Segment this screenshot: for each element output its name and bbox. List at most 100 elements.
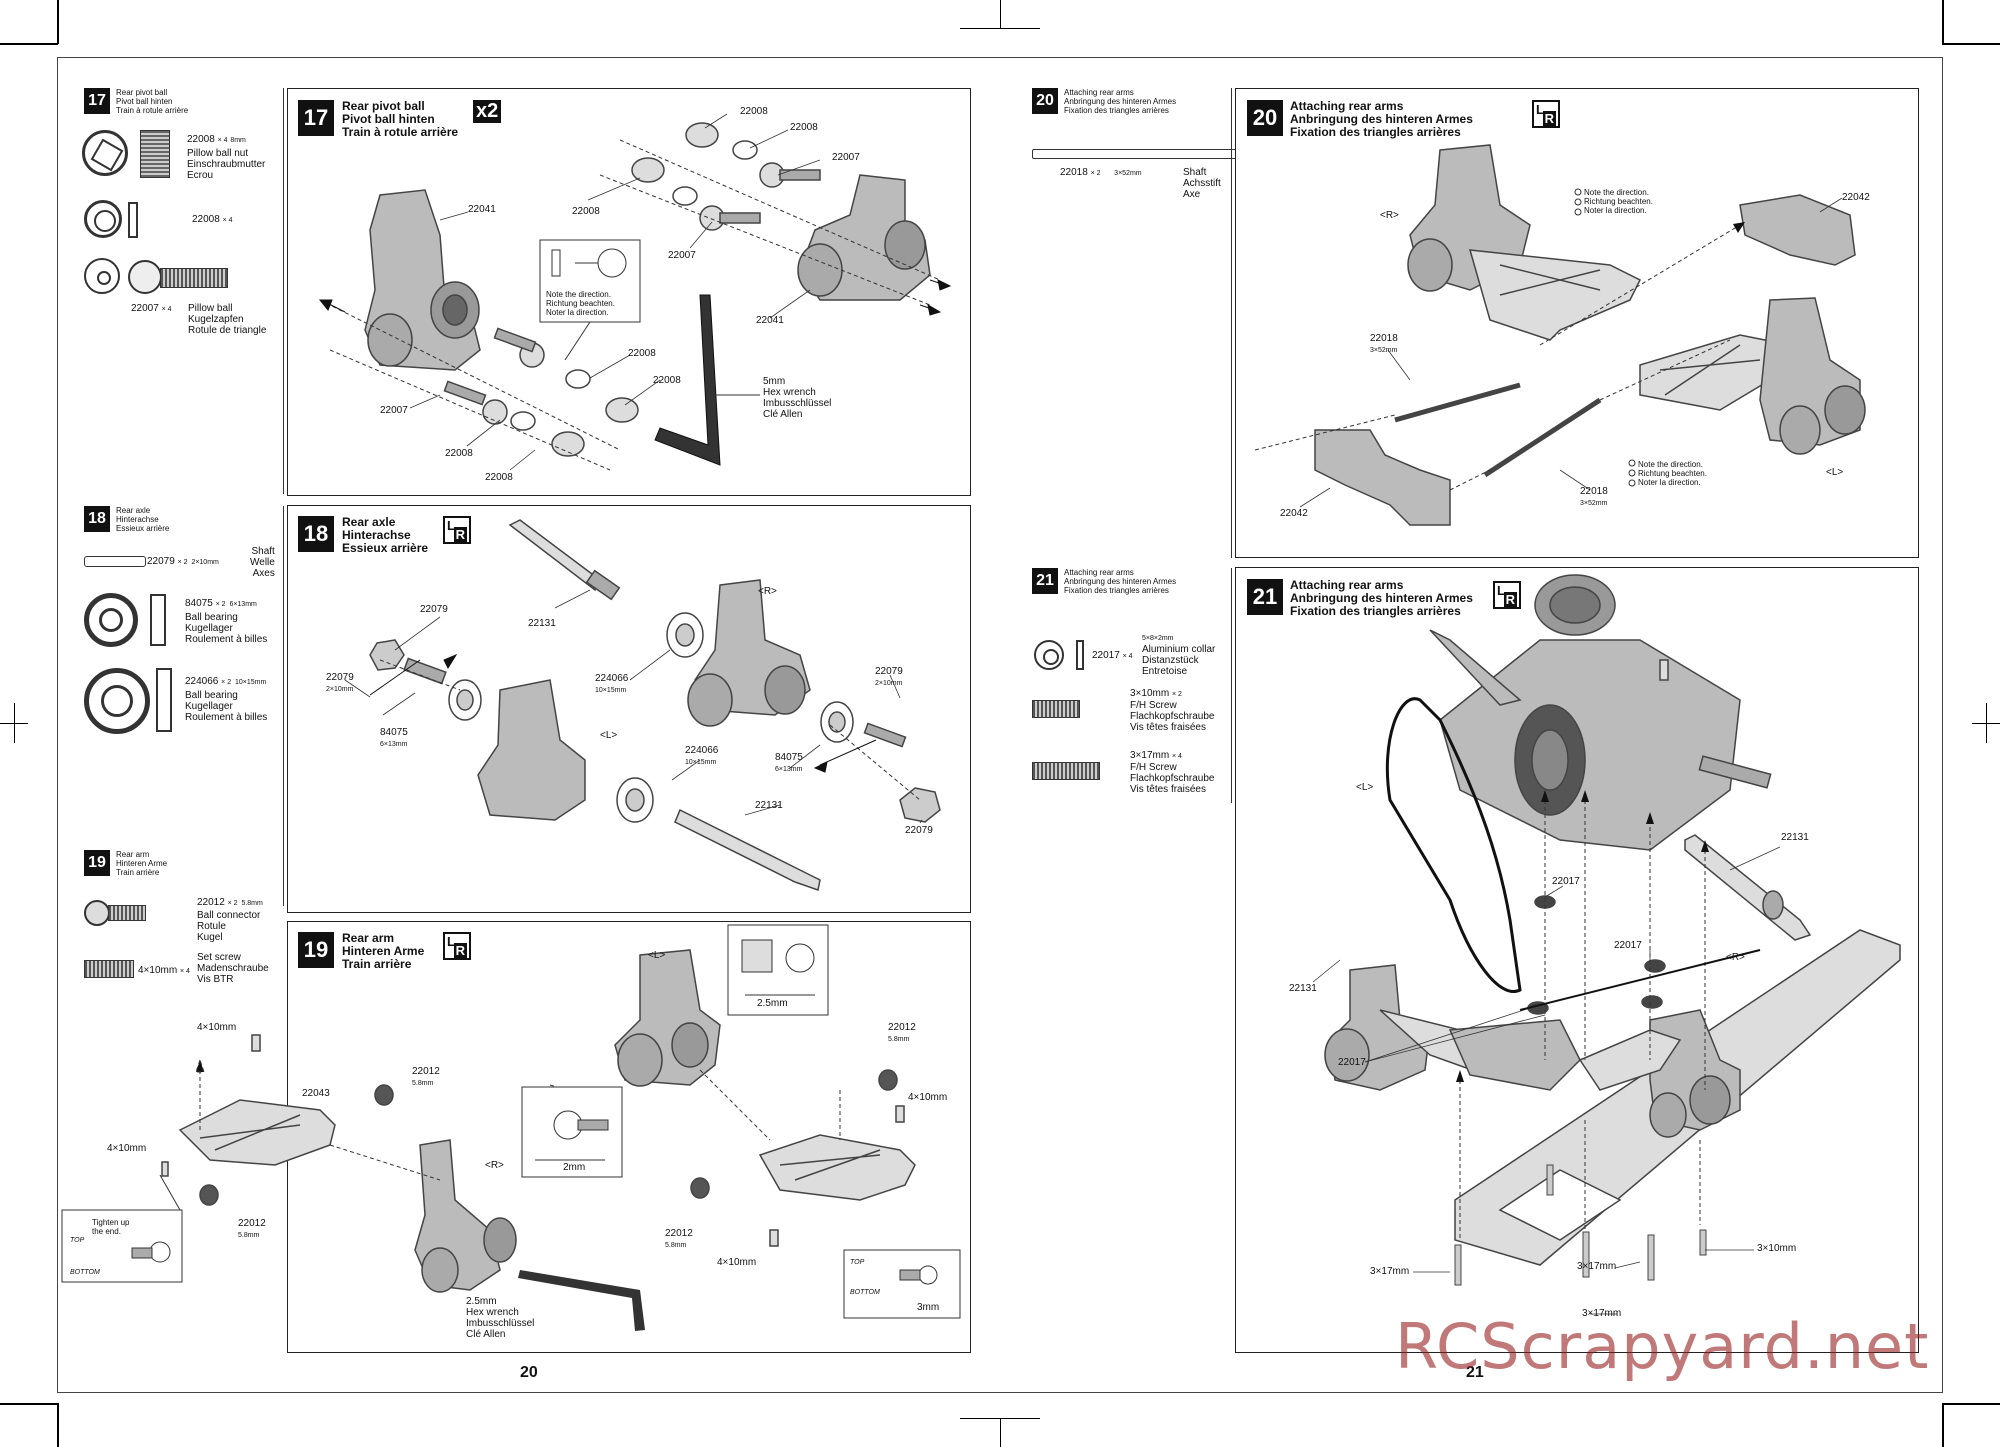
fh-screw-short-icon bbox=[1032, 700, 1080, 718]
step-21-badge: 21 bbox=[1032, 568, 1058, 594]
crop-mark bbox=[57, 1403, 59, 1447]
part-label: 22131 bbox=[1781, 832, 1809, 843]
step-18-badge: 18 bbox=[84, 506, 110, 532]
part-code: 22008 × 4 bbox=[192, 214, 233, 225]
side-label-right: <R> bbox=[1726, 952, 1745, 963]
part-code: 4×10mm × 4 bbox=[138, 965, 190, 976]
direction-note: Note the direction.Richtung beachten.Not… bbox=[1584, 188, 1653, 215]
part-label: 4×10mm bbox=[908, 1092, 948, 1103]
page-trim-border bbox=[57, 57, 1943, 1393]
part-code: 22008 × 4 8mm bbox=[187, 134, 246, 145]
aluminium-collar-icon bbox=[1034, 640, 1064, 670]
pillow-ball-icon bbox=[128, 260, 162, 294]
part-label: 22041 bbox=[756, 315, 784, 326]
crop-mark bbox=[1986, 703, 1987, 743]
page-number-left: 20 bbox=[520, 1364, 538, 1381]
crop-mark bbox=[57, 0, 59, 44]
direction-note: Note the direction.Richtung beachten.Not… bbox=[1638, 460, 1707, 487]
bottom-label: BOTTOM bbox=[70, 1269, 100, 1276]
step-19-main-badge: 19 bbox=[298, 932, 334, 968]
step-18-main-badge: 18 bbox=[298, 516, 334, 552]
step-20-badge: 20 bbox=[1032, 88, 1058, 114]
part-code: 22007 × 4 bbox=[131, 303, 172, 314]
part-label: 3×17mm bbox=[1370, 1266, 1410, 1277]
part-label: 4×10mm bbox=[197, 1022, 237, 1033]
part-label: 22131 bbox=[755, 800, 783, 811]
shaft-icon bbox=[84, 556, 146, 567]
aluminium-collar-side-icon bbox=[1076, 640, 1084, 670]
set-screw-icon bbox=[84, 960, 134, 978]
crop-mark bbox=[1000, 0, 1001, 28]
dimension-label: 2.5mm bbox=[757, 998, 788, 1009]
part-code: 3×17mm × 4 bbox=[1130, 750, 1182, 761]
part-label: 22017 bbox=[1552, 876, 1580, 887]
part-code: 84075 × 2 6×13mm bbox=[185, 598, 257, 609]
side-label-left: <L> bbox=[600, 730, 618, 741]
part-label: 22131 bbox=[1289, 983, 1317, 994]
part-label: 22007 bbox=[380, 405, 408, 416]
direction-note: Note the direction.Richtung beachten.Not… bbox=[546, 290, 615, 317]
part-code: 22018 × 2 3×52mm bbox=[1060, 167, 1142, 178]
crop-mark bbox=[960, 28, 1040, 29]
part-label: 22043 bbox=[302, 1088, 330, 1099]
page-number-right: 21 bbox=[1466, 1364, 1484, 1381]
side-label-right: <R> bbox=[485, 1160, 504, 1171]
side-label-left: <L> bbox=[648, 950, 666, 961]
part-label: 22079 bbox=[905, 825, 933, 836]
sidebar-divider bbox=[283, 88, 284, 494]
fh-screw-long-icon bbox=[1032, 762, 1100, 780]
part-label: 22008 bbox=[790, 122, 818, 133]
crop-mark bbox=[0, 43, 58, 45]
part-label: 22008 bbox=[445, 448, 473, 459]
part-label: 22007 bbox=[832, 152, 860, 163]
step-17-main-badge: 17 bbox=[298, 100, 334, 136]
crop-mark bbox=[14, 703, 15, 743]
part-label: 3×17mm bbox=[1577, 1261, 1617, 1272]
washer-icon bbox=[84, 200, 122, 238]
dimension-label: 3mm bbox=[917, 1302, 940, 1313]
side-label-left: <L> bbox=[1356, 782, 1374, 793]
part-label: 22041 bbox=[468, 204, 496, 215]
part-code: 22017 × 4 bbox=[1092, 650, 1133, 661]
part-label: 22008 bbox=[740, 106, 768, 117]
step-21-main-badge: 21 bbox=[1247, 579, 1283, 615]
washer-side-icon bbox=[128, 202, 138, 238]
sidebar-divider bbox=[1231, 88, 1232, 558]
crop-mark bbox=[1942, 1403, 2000, 1405]
ball-bearing-large-side-icon bbox=[156, 668, 172, 732]
top-label: TOP bbox=[850, 1259, 865, 1266]
part-label: 22008 bbox=[485, 472, 513, 483]
ball-bearing-icon bbox=[84, 593, 138, 647]
part-label: 22007 bbox=[668, 250, 696, 261]
part-code: 3×10mm × 2 bbox=[1130, 688, 1182, 699]
